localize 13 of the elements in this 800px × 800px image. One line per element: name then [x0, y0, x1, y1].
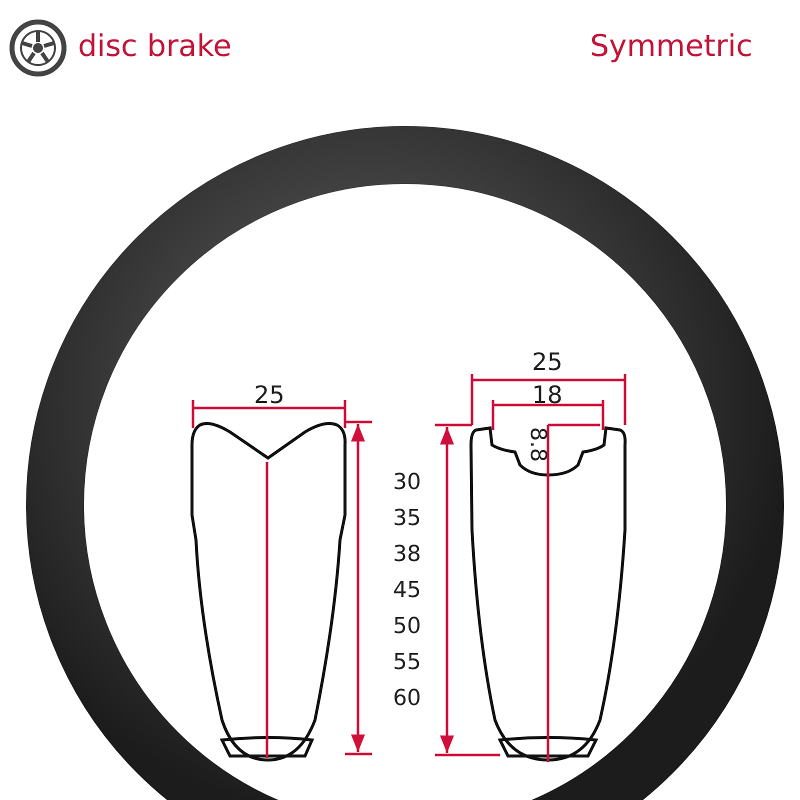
- rim-depth-label: 30: [393, 472, 421, 494]
- rim-depth-label: 60: [393, 688, 421, 710]
- dimension-label: 25: [532, 350, 563, 374]
- heading-text: disc brake: [78, 32, 232, 62]
- dimension-label: 8.8: [526, 427, 548, 462]
- rim-depth-label: 35: [393, 508, 421, 530]
- dimension-label: 25: [254, 383, 285, 407]
- rim-depth-label: 55: [393, 652, 421, 674]
- rim-depth-label: 45: [393, 580, 421, 602]
- rim-depth-label: 50: [393, 616, 421, 638]
- heading-text: Symmetric: [590, 32, 753, 62]
- dimension-label: 18: [532, 383, 563, 407]
- rim-depth-label: 38: [393, 544, 421, 566]
